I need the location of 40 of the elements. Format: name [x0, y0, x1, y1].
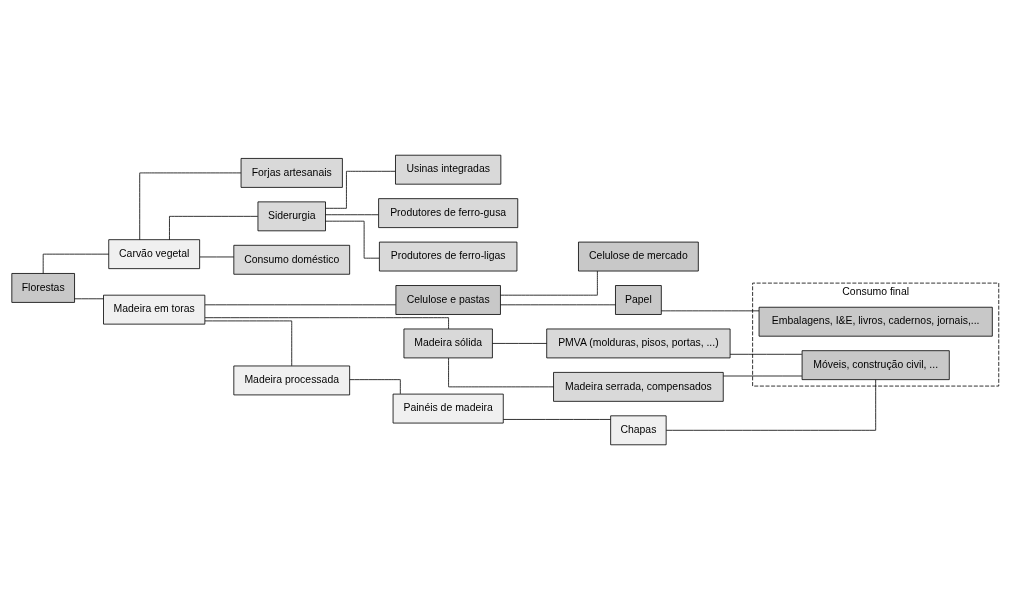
- node-box: Produtores de ferro-ligas: [379, 241, 518, 271]
- node-box: Celulose de mercado: [578, 241, 699, 271]
- connector: [660, 309, 760, 311]
- node-box: Embalagens, I&E, livros, cadernos, jornais,...: [758, 306, 993, 337]
- connector: [500, 270, 598, 296]
- node-box: Celulose e pastas: [395, 284, 501, 315]
- node-box: PMVA (molduras, pisos, portas, ...): [546, 328, 731, 358]
- node-box: Madeira serrada, compensados: [553, 371, 724, 402]
- node-box: Madeira sólida: [403, 328, 493, 358]
- node-box: Forjas artesanais: [240, 157, 343, 188]
- connector: [325, 170, 396, 209]
- connector: [169, 215, 259, 240]
- node-box: Painéis de madeira: [392, 393, 504, 423]
- connector: [723, 375, 803, 376]
- node-box: Chapas: [610, 414, 667, 445]
- node-box: Siderurgia: [257, 200, 326, 231]
- connector: [492, 342, 548, 344]
- connector: [500, 303, 616, 305]
- node-box: Madeira em toras: [103, 294, 206, 325]
- node-box: Produtores de ferro-gusa: [378, 197, 519, 228]
- node-box: Madeira processada: [233, 365, 351, 395]
- connector: [139, 172, 242, 240]
- node-box: Carvão vegetal: [108, 238, 201, 269]
- node-box: Consumo doméstico: [233, 244, 351, 275]
- connector: [665, 379, 877, 431]
- node-box: Usinas integradas: [395, 154, 502, 185]
- connector: [74, 297, 104, 299]
- connector: [204, 320, 293, 366]
- connector: [42, 253, 110, 274]
- connector: [204, 303, 397, 305]
- node-box: Papel: [615, 284, 662, 315]
- connector: [503, 418, 611, 420]
- connector: [729, 353, 803, 355]
- connector: [325, 220, 380, 259]
- node-box: Móveis, construção civil, ...: [801, 349, 950, 380]
- connector: [349, 378, 401, 394]
- connector: [325, 213, 379, 215]
- connector: [199, 256, 235, 257]
- node-box: Florestas: [11, 272, 75, 303]
- connector: [448, 357, 554, 387]
